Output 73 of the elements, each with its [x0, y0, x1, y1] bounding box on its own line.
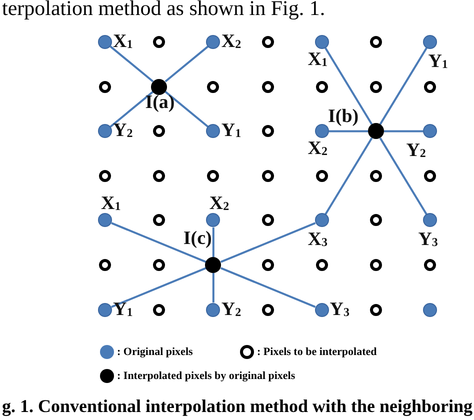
pixel-ring	[262, 125, 274, 138]
pixel-ring	[262, 214, 274, 226]
connector-line	[111, 267, 206, 308]
pixel-ring	[153, 36, 166, 48]
interpolated-pixel-dot	[368, 123, 384, 140]
pixel-ring	[424, 259, 436, 271]
connector-line	[111, 222, 206, 263]
original-pixel-dot	[98, 302, 112, 317]
pixel-ring	[262, 259, 274, 271]
pixel-ring	[316, 170, 328, 182]
connector-line	[220, 267, 316, 308]
pixel-ring	[370, 304, 382, 316]
pixel-ring	[262, 80, 274, 93]
pixel-ring	[99, 170, 111, 182]
original-pixel-dot	[98, 213, 112, 228]
pixel-ring	[262, 36, 274, 48]
pixel-ring	[153, 304, 166, 316]
pixel-ring	[370, 170, 382, 182]
pixel-ring	[153, 214, 166, 226]
pixel-ring	[370, 214, 382, 226]
connector-line	[328, 130, 368, 132]
connector-line	[212, 273, 214, 303]
legend-text: : Original pixels	[117, 345, 193, 359]
pixel-ring	[153, 125, 166, 138]
pixel-ring	[370, 80, 382, 93]
original-pixel-dot	[314, 302, 329, 317]
original-pixel-dot	[314, 213, 329, 228]
pixel-ring	[207, 170, 220, 182]
connector-line	[384, 130, 424, 132]
connector-line	[220, 222, 316, 263]
figure-caption: g. 1. Conventional interpolation method with the neighboring	[2, 396, 473, 417]
original-pixel-dot	[206, 35, 220, 49]
connector-line	[379, 47, 428, 125]
original-pixel-dot	[206, 124, 220, 138]
pixel-ring	[99, 80, 111, 93]
original-pixel-dot	[98, 35, 112, 49]
original-pixel-dot	[98, 124, 112, 138]
body-text: terpolation method as shown in Fig. 1.	[2, 0, 326, 21]
pixel-ring	[424, 170, 436, 182]
connector-line	[379, 138, 428, 215]
original-pixel-dot	[206, 302, 220, 317]
legend-text: : Interpolated pixels by original pixels	[117, 369, 296, 383]
connector-line	[110, 90, 154, 128]
connector-line	[212, 227, 214, 257]
connector-line	[164, 90, 209, 128]
pixel-ring	[153, 170, 166, 182]
original-pixel-dot	[206, 213, 220, 228]
original-pixel-dot	[314, 124, 329, 138]
pixel-ring	[316, 80, 328, 93]
original-pixel-dot	[423, 302, 438, 317]
connector-line	[164, 46, 209, 82]
interpolated-pixel-dot	[151, 78, 168, 95]
pixel-label: I(b)	[328, 107, 359, 128]
pixel-ring	[99, 259, 111, 271]
pixel-ring	[370, 259, 382, 271]
pixel-ring	[262, 304, 274, 316]
connector-line	[324, 47, 373, 125]
connector-line	[110, 46, 154, 82]
pixel-ring	[316, 259, 328, 271]
pixel-ring	[207, 80, 220, 93]
pixel-label: I(a)	[145, 92, 175, 113]
pixel-ring	[370, 36, 382, 48]
interpolated-pixel-dot	[205, 257, 222, 273]
connector-line	[324, 138, 373, 215]
pixel-ring	[262, 170, 274, 182]
pixel-label: I(c)	[183, 229, 212, 249]
pixel-ring	[424, 80, 436, 93]
original-pixel-dot	[423, 213, 438, 228]
pixel-ring	[153, 259, 166, 271]
legend-text: : Pixels to be interpolated	[257, 345, 377, 359]
original-pixel-dot	[314, 35, 329, 49]
original-pixel-dot	[423, 35, 438, 49]
original-pixel-dot	[423, 124, 438, 138]
